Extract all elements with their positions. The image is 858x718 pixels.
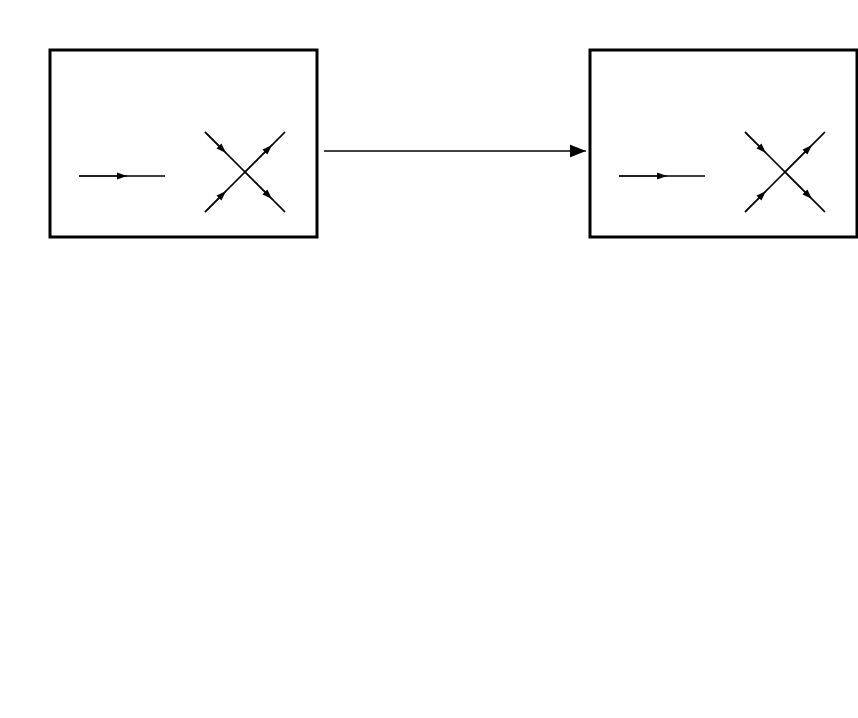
right-vertex-arrow-out-top (784, 144, 813, 173)
left-vertex-arrow-out-top (244, 144, 273, 173)
left-four-point-vertex (204, 131, 286, 213)
right-diagram-box (588, 48, 858, 239)
left-diagram-box (48, 48, 319, 239)
right-vertex-arrow-out-bottom (784, 171, 813, 200)
left-vertex-arrow-out-bottom (244, 171, 273, 200)
left-box-frame (48, 48, 319, 239)
right-box-frame (588, 48, 858, 239)
right-vertex-arrow-in-top (744, 131, 767, 154)
left-vertex-arrow-in-bottom (204, 190, 227, 213)
left-vertex-arrow-in-top (204, 131, 227, 154)
right-vertex-arrow-in-bottom (744, 190, 767, 213)
right-four-point-vertex (744, 131, 826, 213)
